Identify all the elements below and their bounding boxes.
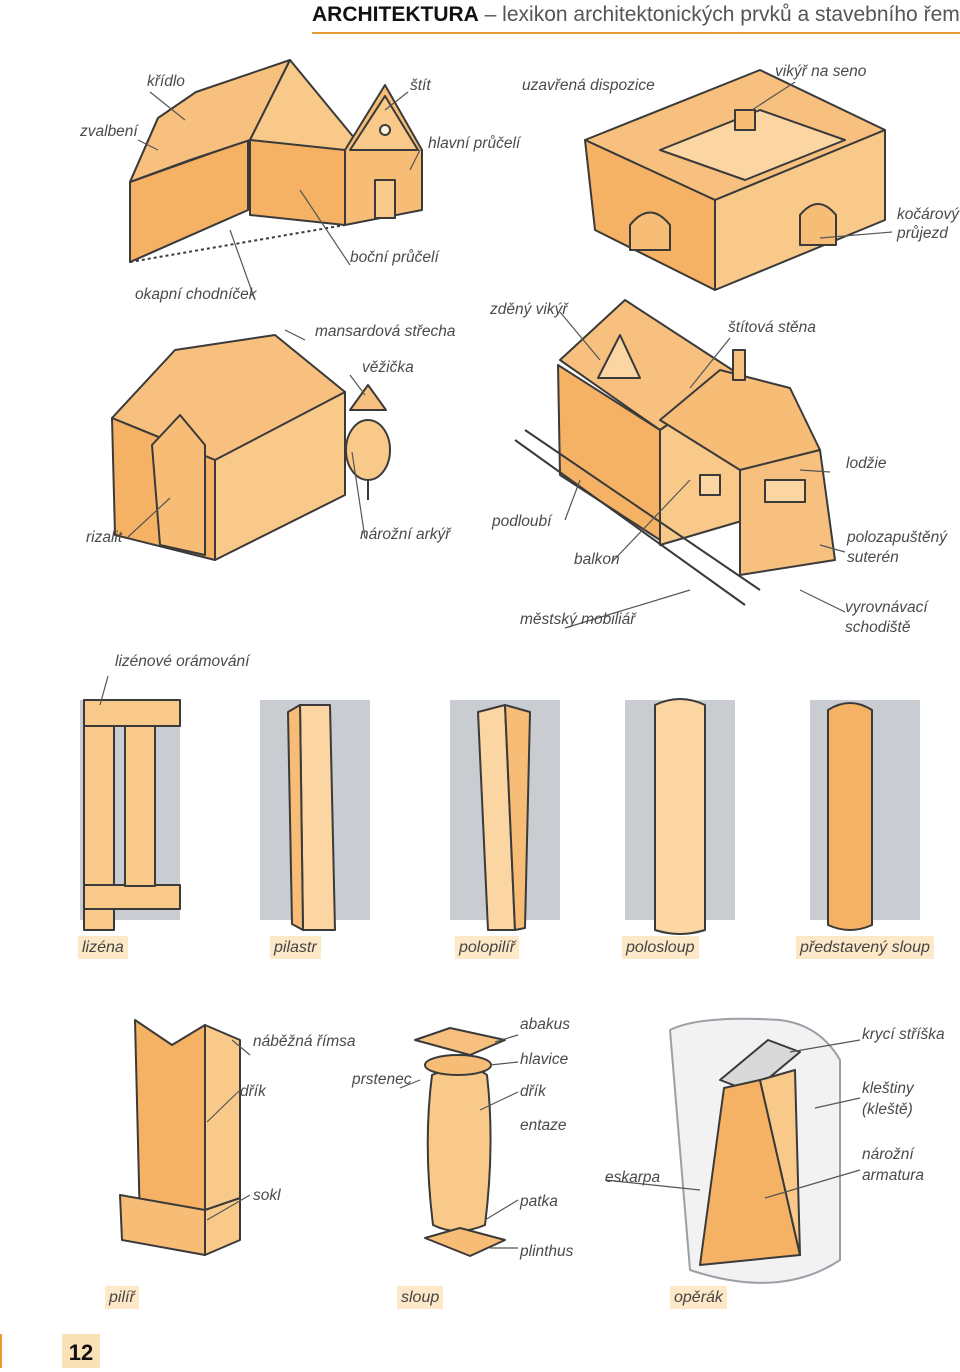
label-mestsky-mobiliar: městský mobiliář (520, 611, 636, 628)
illustration-pilir (119, 1019, 241, 1256)
label-hlavice: hlavice (520, 1051, 569, 1068)
caption-lizena: lizéna (78, 936, 128, 959)
header-rule (312, 32, 960, 34)
illustration-sloup (414, 1027, 506, 1257)
label-podloubi: podloubí (492, 513, 552, 530)
label-klestiny-1: kleštiny (862, 1080, 914, 1097)
illustration-lizena (80, 699, 181, 931)
illustration-pilastr (260, 700, 370, 931)
label-vyrovnavaci-1: vyrovnávací (845, 599, 928, 616)
illustration-arcade-house (514, 299, 836, 606)
label-rizalit: rizalit (86, 529, 123, 546)
illustration-predstaveny-sloup (810, 700, 920, 931)
label-lodzie: lodžie (846, 455, 887, 472)
page-number: 12 (62, 1334, 100, 1368)
label-kryci-striska: krycí stříška (862, 1026, 945, 1043)
label-polozapusteny-1: polozapuštěný (847, 529, 947, 546)
caption-polopilir: polopilíř (455, 936, 520, 959)
illustration-polopilir (450, 700, 560, 931)
label-prstenec: prstenec (352, 1071, 412, 1088)
label-uzavrena-dispozice: uzavřená dispozice (522, 77, 655, 94)
label-okapni-chodnicek: okapní chodníček (135, 286, 257, 303)
label-balkon: balkon (574, 551, 620, 568)
caption-sloup: sloup (397, 1286, 444, 1309)
label-kridlo: křídlo (147, 73, 185, 90)
label-kocarovy-1: kočárový (897, 206, 960, 223)
label-polozapusteny-2: suterén (847, 549, 899, 566)
caption-polosloup: polosloup (622, 936, 699, 959)
caption-pilir: pilíř (105, 1286, 139, 1309)
header-subtitle: – lexikon architektonických prvků a stav… (484, 3, 960, 26)
page-header: ARCHITEKTURA – lexikon architektonických… (312, 0, 960, 34)
label-vyrovnavaci-2: schodiště (845, 619, 911, 636)
label-narozni-armatura-2: armatura (862, 1167, 925, 1184)
label-mansardova-strecha: mansardová střecha (315, 323, 456, 340)
leader-lines (99, 81, 893, 1249)
label-drik-pilir: dřík (240, 1083, 266, 1100)
label-zvalbeni: zvalbení (80, 123, 138, 140)
label-plinthus: plinthus (520, 1243, 574, 1260)
illustration-courtyard-house (584, 69, 886, 291)
label-vezicka: věžička (362, 359, 414, 376)
label-stit: štít (410, 77, 431, 94)
caption-operak: opěrák (670, 1286, 727, 1309)
label-bocni-pruceli: boční průčelí (350, 249, 439, 266)
label-hlavni-pruceli: hlavní průčelí (428, 135, 521, 152)
page-number-rule (0, 1334, 2, 1368)
caption-predstaveny-sloup: představený sloup (796, 936, 934, 959)
label-vikyr-na-seno: vikýř na seno (775, 63, 867, 80)
label-stitova-stena: štítová stěna (728, 319, 816, 336)
illustration-mansard-house (111, 334, 391, 561)
header-title: ARCHITEKTURA (312, 3, 479, 26)
label-lizenove-oramovani: lizénové orámování (115, 653, 250, 670)
label-narozni-arkyr: nárožní arkýř (360, 526, 451, 543)
label-eskarpa: eskarpa (605, 1169, 661, 1186)
label-abakus: abakus (520, 1016, 570, 1033)
caption-pilastr: pilastr (270, 936, 321, 959)
label-nabezna-rimsa: náběžná římsa (253, 1033, 356, 1050)
label-klestiny-2: (kleště) (862, 1101, 913, 1118)
illustration-polosloup (625, 698, 735, 935)
label-drik-sloup: dřík (520, 1083, 546, 1100)
label-narozni-armatura-1: nárožní (862, 1146, 914, 1163)
label-zdeny-vikyr: zděný vikýř (490, 301, 568, 318)
label-entaze: entaze (520, 1117, 567, 1134)
label-patka: patka (520, 1193, 558, 1210)
illustration-l-shaped-house (129, 59, 423, 263)
label-sokl: sokl (253, 1187, 281, 1204)
illustration-operak (669, 1017, 841, 1284)
label-kocarovy-2: průjezd (897, 225, 948, 242)
